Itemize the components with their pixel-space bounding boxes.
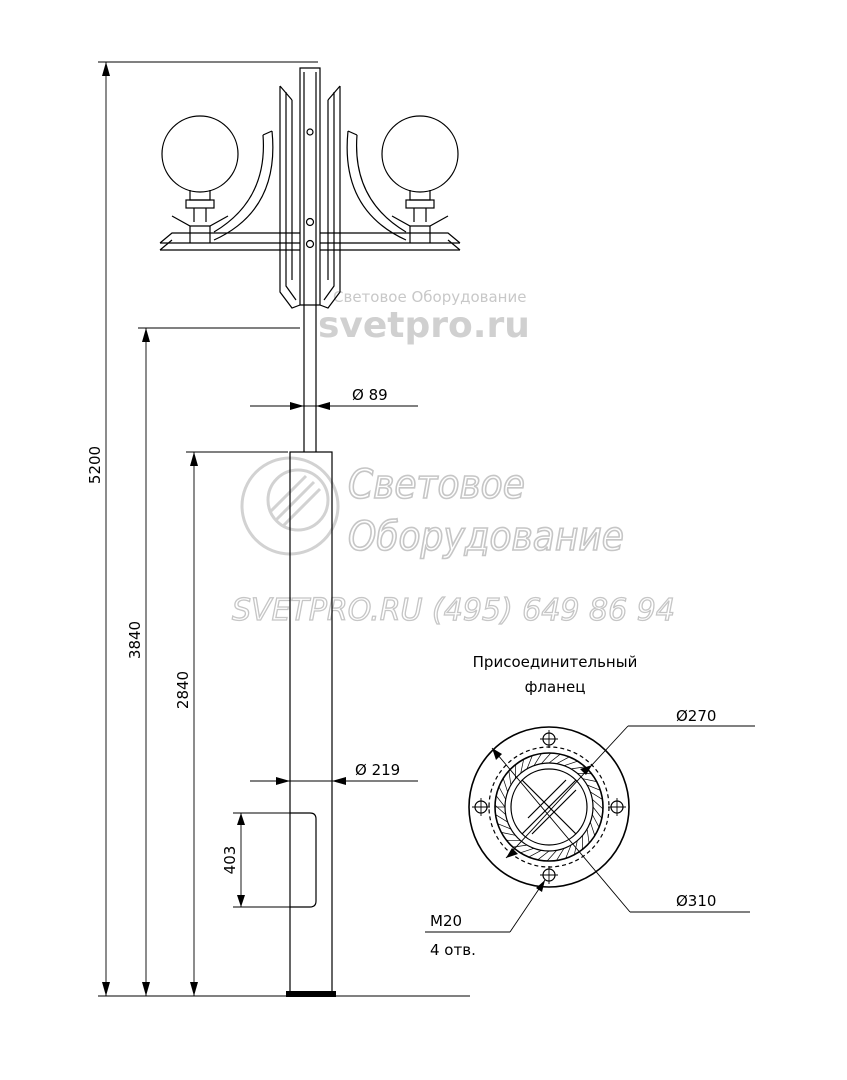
watermark-small-text: Световое Оборудование [333,288,526,306]
pole [286,300,336,997]
flange-hatch-line [520,759,524,774]
flange-hatch-line [563,760,578,766]
watermark-contact: SVETPRO.RU (495) 649 86 94 [232,593,675,628]
flange-hatch-line [586,828,590,844]
dimension-2840: 2840 [174,451,288,996]
flange-hatch-line [582,778,597,782]
flange-hatch-line [537,850,550,861]
dimension-label-5200: 5200 [86,446,104,484]
dimension-label-403: 403 [221,846,239,875]
flange-hatch-line [556,756,570,764]
flange-hatch-line [565,844,572,859]
left-globe-lamp-icon [161,115,239,243]
flange-hatch-line [526,755,533,770]
watermark: Световое Оборудование svetpro.ru Светово… [231,288,675,629]
flange-hatch-line [590,821,596,836]
flange-title-line1: Присоединительный [473,653,638,671]
flange-hatch-line [592,814,600,828]
right-globe-lamp-icon [381,115,459,243]
flange-hatch-line [495,814,508,823]
flange-hatch-line [528,850,542,858]
dimension-label-89: Ø 89 [352,386,388,404]
dimension-403: 403 [221,812,300,908]
flange-hatch-line [498,786,506,800]
flange-hatch-line [533,753,542,766]
flange-title-line2: фланец [525,678,586,696]
flange-hatch-line [586,784,601,791]
dimension-3840: 3840 [126,327,300,996]
flange-hatch-line [570,766,586,770]
flange-hatch-line [548,753,561,764]
flange-label-diameter-310: Ø310 [676,892,716,910]
watermark-brand-line2: Оборудование [348,514,624,560]
flange-hatch-line [508,770,512,786]
flange-hatch-line [541,752,552,764]
flange-hatch-line [501,832,516,836]
flange-hatch-line [512,844,528,848]
flange-hatch-line [495,795,506,808]
watermark-site-big: svetpro.ru [318,305,530,346]
dimension-5200: 5200 [86,61,470,997]
flange-hatch-line [494,804,506,815]
dimension-label-2840: 2840 [174,671,192,709]
dimension-diameter-89: Ø 89 [250,386,418,410]
flange-label-bolt-size: М20 [430,912,462,930]
flange-hatch-line [520,848,535,854]
dimension-diameter-219: Ø 219 [250,761,418,785]
flange-hatch-line [546,850,557,862]
flange-hatch-line [502,778,508,793]
flange-hatch-line [497,823,512,830]
flange-hatch-line [590,791,603,800]
flange-icon [468,726,630,888]
flange-hatch-line [592,806,603,819]
flange-label-bolt-count: 4 отв. [430,941,476,959]
flange-detail: Присоединительный фланец [425,653,755,959]
flange-hatch-line [556,848,565,861]
lamp-head [159,67,461,309]
flange-hatch-line [592,799,604,810]
watermark-brand-line1: Световое [348,462,525,508]
dimension-label-219: Ø 219 [355,761,400,779]
dimension-label-3840: 3840 [126,621,144,659]
flange-label-diameter-270: Ø270 [676,707,716,725]
